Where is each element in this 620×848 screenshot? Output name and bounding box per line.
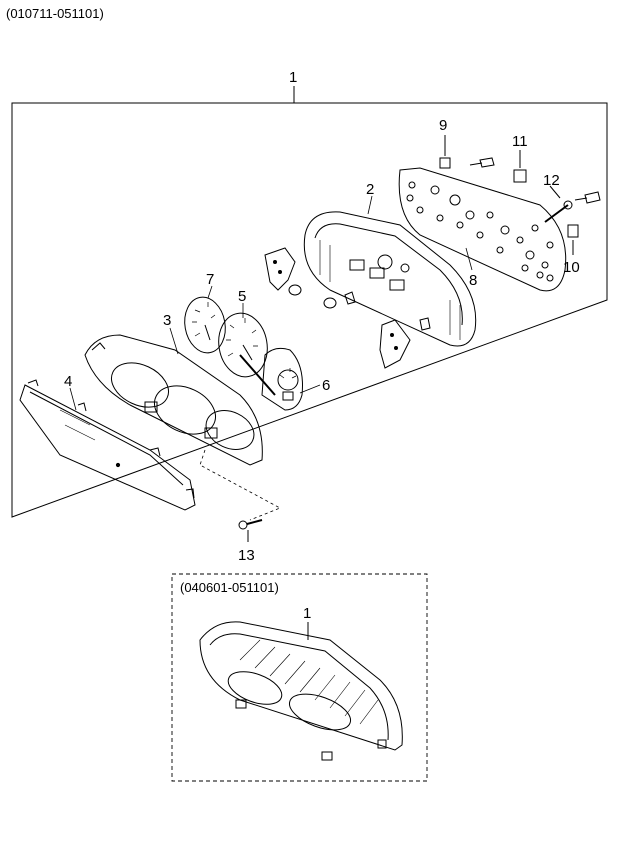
part-9-bulb [439, 135, 451, 169]
callout-9: 9 [439, 117, 447, 134]
callout-10: 10 [563, 259, 580, 276]
inset-frame [171, 573, 428, 782]
callout-2: 2 [366, 181, 374, 198]
inset-date-range: (040601-051101) [180, 580, 279, 595]
part-8-circuit-board [398, 167, 567, 292]
assembly-frame [11, 102, 608, 518]
callout-leaders [69, 195, 574, 411]
part-6-gauge-cluster [261, 347, 303, 411]
header-date-range: (010711-051101) [6, 6, 104, 21]
callout-7: 7 [206, 271, 214, 288]
callout-12: 12 [543, 172, 560, 189]
part-12-screw [544, 185, 573, 223]
callout-3: 3 [163, 312, 171, 329]
callout-8: 8 [469, 272, 477, 289]
circuit-flex-left [264, 247, 337, 309]
screw-small-a [469, 157, 495, 168]
callout-1-inset: 1 [303, 605, 311, 622]
inset-assembled-cluster [199, 621, 403, 761]
part-2-housing [303, 211, 477, 347]
callout-6: 6 [322, 377, 330, 394]
part-3-mask [84, 334, 263, 466]
part-5-dial-face [218, 312, 276, 396]
part-11-bulb [513, 150, 527, 183]
circuit-flex-right [379, 319, 411, 369]
part-4-lens [19, 379, 196, 511]
callout-13: 13 [238, 547, 255, 564]
callout-4: 4 [64, 373, 72, 390]
callout-5: 5 [238, 288, 246, 305]
callout-1: 1 [289, 69, 297, 86]
part-13-screw [238, 519, 263, 542]
screw-small-b [574, 191, 601, 204]
callout-11: 11 [512, 133, 528, 150]
